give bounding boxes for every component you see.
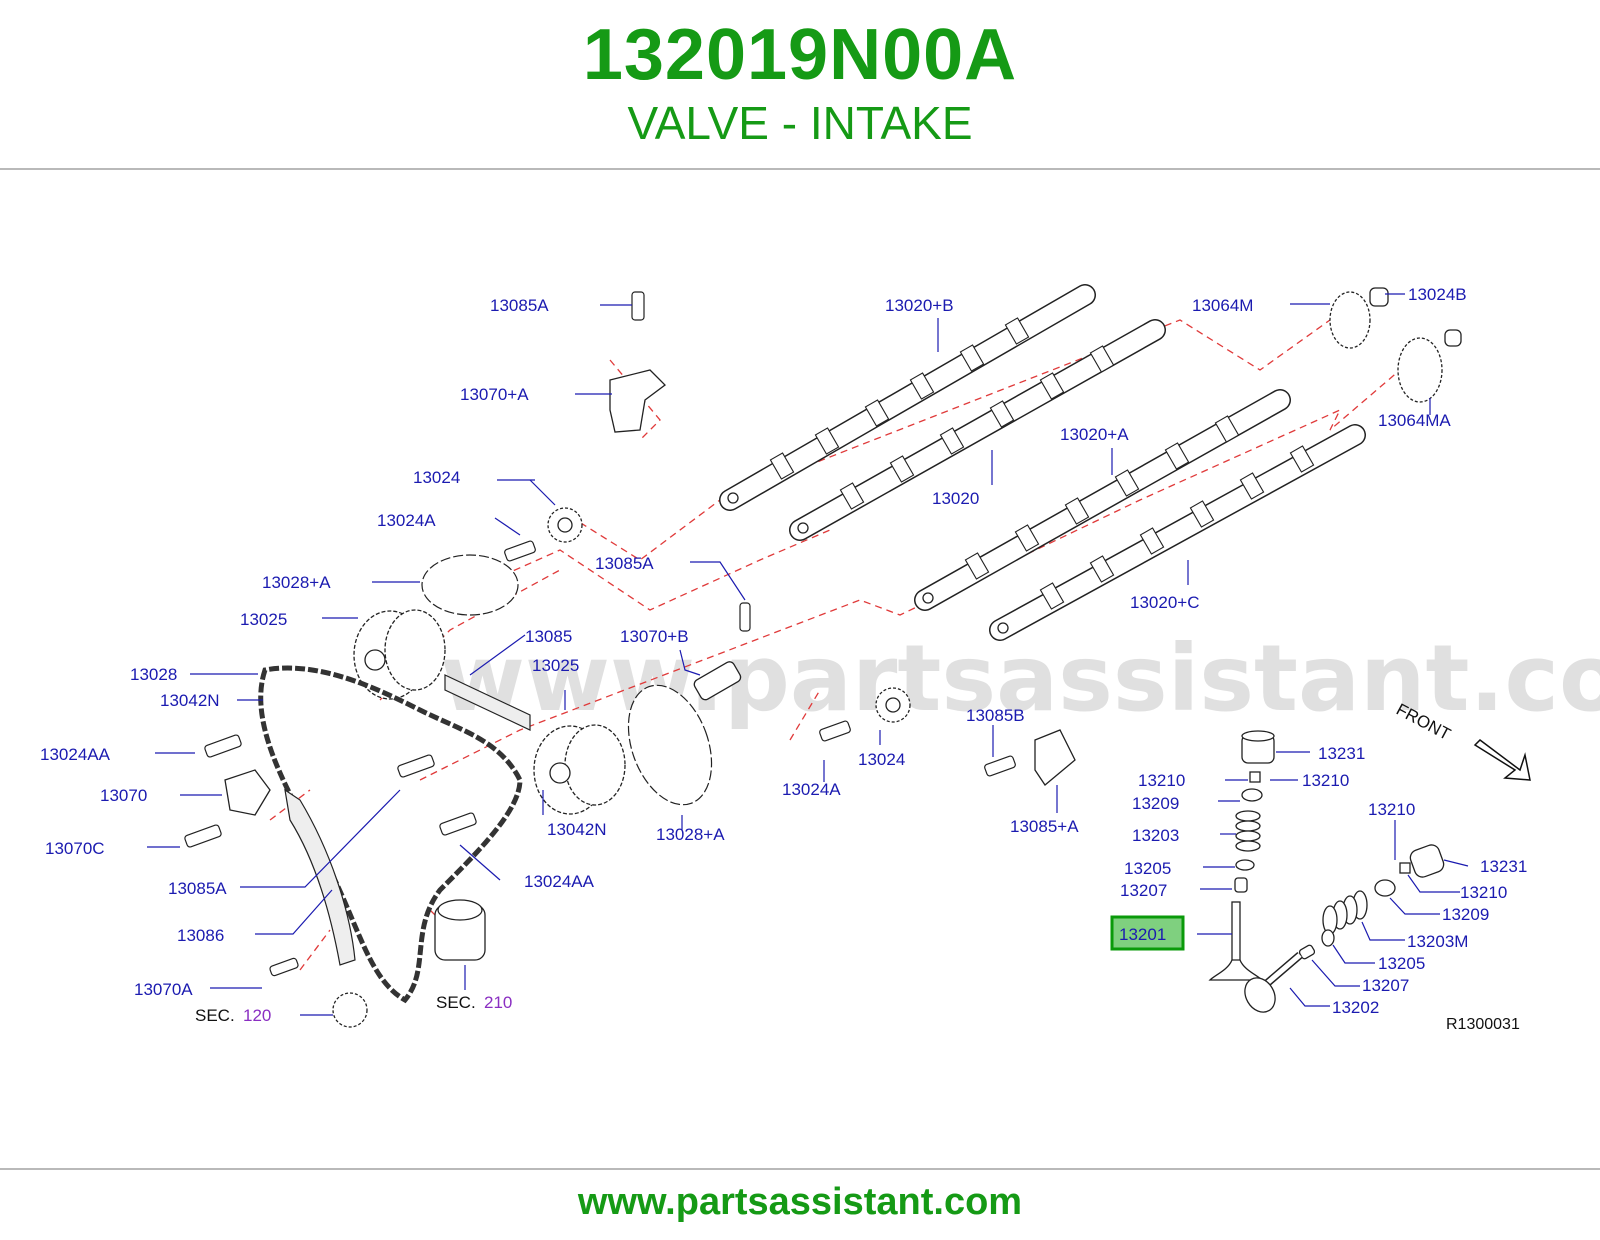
sprocket-13025-mid[interactable] xyxy=(533,724,626,815)
label-13231-a[interactable]: 13231 xyxy=(1318,744,1365,763)
sprocket-13064MA[interactable] xyxy=(1397,329,1462,403)
selected-part-highlight[interactable]: 13201 xyxy=(1110,915,1185,951)
label-13064M[interactable]: 13064M xyxy=(1192,296,1253,315)
label-13209-a[interactable]: 13209 xyxy=(1132,794,1179,813)
label-13024AA-mid[interactable]: 13024AA xyxy=(524,872,595,891)
tensioner-13070[interactable] xyxy=(224,769,271,816)
footer-site-url[interactable]: www.partsassistant.com xyxy=(577,1181,1023,1223)
sprocket-13064M[interactable] xyxy=(1329,287,1389,349)
sprocket-13025-left[interactable] xyxy=(353,609,446,700)
sec-number-120[interactable]: 120 xyxy=(243,1006,271,1025)
timing-chain-13028A-low[interactable] xyxy=(613,674,727,817)
label-13085A-top[interactable]: 13085A xyxy=(490,296,549,315)
valve-spring-13203M[interactable] xyxy=(1322,890,1368,935)
page-header: 132019N00A VALVE - INTAKE xyxy=(0,0,1600,168)
label-13020[interactable]: 13020 xyxy=(932,489,979,508)
sec-120-reference[interactable]: SEC. 120 xyxy=(195,1006,271,1025)
diagram-ref-code: R1300031 xyxy=(1446,1016,1520,1033)
footer-divider xyxy=(0,1168,1600,1170)
spring-seat-13205-a[interactable] xyxy=(1235,859,1255,871)
sec-prefix-120: SEC. xyxy=(195,1006,235,1025)
label-13024-right[interactable]: 13024 xyxy=(858,750,905,769)
sprocket-13024-right[interactable] xyxy=(875,687,911,723)
tensioner-13070A-plus[interactable] xyxy=(609,369,666,433)
label-13203M[interactable]: 13203M xyxy=(1407,932,1468,951)
valve-collet-13210-a[interactable] xyxy=(1249,771,1261,783)
part-name-subtitle: VALVE - INTAKE xyxy=(627,97,973,149)
label-13210-b[interactable]: 13210 xyxy=(1302,771,1349,790)
sec-number-210[interactable]: 210 xyxy=(484,993,512,1012)
label-13085A-mid[interactable]: 13085A xyxy=(595,554,654,573)
part-number-title: 132019N00A xyxy=(582,15,1018,95)
label-13205-a[interactable]: 13205 xyxy=(1124,859,1171,878)
bracket-13085A-plus[interactable] xyxy=(1034,729,1076,786)
sec-prefix-210: SEC. xyxy=(436,993,476,1012)
label-13028A-low[interactable]: 13028+A xyxy=(656,825,725,844)
label-13086[interactable]: 13086 xyxy=(177,926,224,945)
label-13070A-plus[interactable]: 13070+A xyxy=(460,385,529,404)
label-13020B[interactable]: 13020+B xyxy=(885,296,954,315)
parts-diagram: www.partsassistant.com xyxy=(40,284,1600,1033)
label-13205-b[interactable]: 13205 xyxy=(1378,954,1425,973)
label-13207-b[interactable]: 13207 xyxy=(1362,976,1409,995)
label-13042N-left[interactable]: 13042N xyxy=(160,691,220,710)
label-13070C[interactable]: 13070C xyxy=(45,839,105,858)
label-13209-b[interactable]: 13209 xyxy=(1442,905,1489,924)
label-13064MA[interactable]: 13064MA xyxy=(1378,411,1451,430)
label-13028A-top[interactable]: 13028+A xyxy=(262,573,331,592)
front-arrow-icon xyxy=(1473,739,1531,781)
pump-sec210[interactable] xyxy=(434,899,486,961)
label-13020C[interactable]: 13020+C xyxy=(1130,593,1199,612)
label-13085A-right[interactable]: 13085+A xyxy=(1010,817,1079,836)
label-13024A-left[interactable]: 13024A xyxy=(377,511,436,530)
label-13210-d[interactable]: 13210 xyxy=(1460,883,1507,902)
exhaust-valve-13202[interactable] xyxy=(1239,951,1303,1018)
label-13024AA-left[interactable]: 13024AA xyxy=(40,745,111,764)
leader-lines xyxy=(147,293,1469,1016)
chain-guide-13085[interactable] xyxy=(444,674,531,731)
valve-spring-13203[interactable] xyxy=(1235,810,1261,852)
valve-collet-13210-c[interactable] xyxy=(1399,862,1411,874)
spring-retainer-13209-b[interactable] xyxy=(1374,879,1396,897)
label-13203[interactable]: 13203 xyxy=(1132,826,1179,845)
label-13231-b[interactable]: 13231 xyxy=(1480,857,1527,876)
label-13024A-right[interactable]: 13024A xyxy=(782,780,841,799)
label-13070A[interactable]: 13070A xyxy=(134,980,193,999)
spring-seat-13205-b[interactable] xyxy=(1321,929,1335,947)
valve-lifter-13231-b[interactable] xyxy=(1408,843,1446,880)
label-13085B[interactable]: 13085B xyxy=(966,706,1025,725)
label-13025-mid[interactable]: 13025 xyxy=(532,656,579,675)
label-13025-left[interactable]: 13025 xyxy=(240,610,287,629)
label-13024-left[interactable]: 13024 xyxy=(413,468,460,487)
label-13020A[interactable]: 13020+A xyxy=(1060,425,1129,444)
valve-seal-13207-a[interactable] xyxy=(1234,877,1248,893)
timing-chain-13028A-top[interactable] xyxy=(421,554,519,616)
spring-retainer-13209-a[interactable] xyxy=(1241,788,1263,802)
tensioner-13070B[interactable] xyxy=(692,660,742,702)
valve-lifter-13231-a[interactable] xyxy=(1241,730,1275,764)
label-13210-a[interactable]: 13210 xyxy=(1138,771,1185,790)
label-13070B[interactable]: 13070+B xyxy=(620,627,689,646)
header-divider xyxy=(0,168,1600,170)
label-13028[interactable]: 13028 xyxy=(130,665,177,684)
label-13207-a[interactable]: 13207 xyxy=(1120,881,1167,900)
cam-lobes xyxy=(769,317,1315,610)
intake-valve-13201[interactable] xyxy=(1208,901,1264,981)
valve-seal-13207-b[interactable] xyxy=(1298,944,1316,960)
label-13042N-mid[interactable]: 13042N xyxy=(547,820,607,839)
bolts[interactable] xyxy=(184,291,1016,977)
sec-210-reference[interactable]: SEC. 210 xyxy=(436,993,512,1012)
chain-guide-13086[interactable] xyxy=(284,788,356,966)
sprocket-sec120[interactable] xyxy=(332,992,368,1028)
label-13085[interactable]: 13085 xyxy=(525,627,572,646)
label-13070[interactable]: 13070 xyxy=(100,786,147,805)
label-13024B[interactable]: 13024B xyxy=(1408,285,1467,304)
sprocket-13024-left[interactable] xyxy=(547,507,583,543)
label-13201-selected[interactable]: 13201 xyxy=(1119,925,1166,944)
label-13210-c[interactable]: 13210 xyxy=(1368,800,1415,819)
label-13202[interactable]: 13202 xyxy=(1332,998,1379,1017)
label-13085A-low[interactable]: 13085A xyxy=(168,879,227,898)
